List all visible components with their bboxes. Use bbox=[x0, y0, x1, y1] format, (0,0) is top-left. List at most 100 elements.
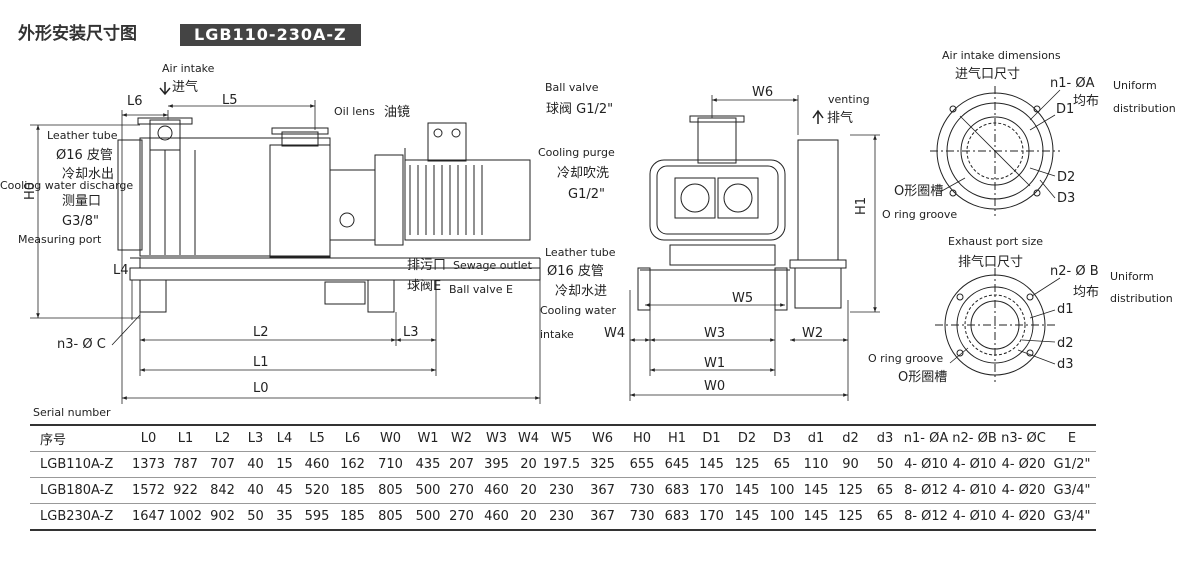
oil-lens-label-cn: 油镜 bbox=[384, 105, 411, 120]
table-cell: 100 bbox=[765, 503, 799, 531]
table-cell: 110 bbox=[799, 451, 833, 478]
table-cell: 730 bbox=[624, 503, 660, 531]
table-cell: 125 bbox=[833, 477, 868, 504]
table-cell: 460 bbox=[478, 503, 515, 531]
table-cell: LGB180A-Z bbox=[30, 477, 130, 504]
dim-label-l1: L1 bbox=[253, 355, 269, 370]
uniform-distribution-2-en-a: Uniform bbox=[1110, 270, 1154, 283]
table-header-cell: L4 bbox=[270, 424, 299, 452]
uniform-distribution-1-en-a: Uniform bbox=[1113, 79, 1157, 92]
dim-label-l6: L6 bbox=[127, 94, 143, 109]
table-header-cell: W1 bbox=[411, 424, 445, 452]
table-cell: 1373 bbox=[130, 451, 167, 478]
table-cell: LGB230A-Z bbox=[30, 503, 130, 531]
table-cell: 50 bbox=[241, 503, 270, 531]
table-cell: 230 bbox=[542, 477, 581, 504]
table-cell: 902 bbox=[204, 503, 241, 531]
table-cell: 922 bbox=[167, 477, 204, 504]
air-intake-arrow bbox=[159, 82, 171, 96]
oil-lens-label-en: Oil lens bbox=[334, 105, 375, 118]
ball-valve-e-label-en: Ball valve E bbox=[449, 283, 513, 296]
table-header-cell: E bbox=[1048, 424, 1096, 452]
table-header-cell: d2 bbox=[833, 424, 868, 452]
table-cell: 707 bbox=[204, 451, 241, 478]
o-ring-groove-label-en-2: O ring groove bbox=[868, 352, 944, 365]
table-cell: 15 bbox=[270, 451, 299, 478]
dim-label-w0: W0 bbox=[704, 379, 726, 394]
table-cell: 65 bbox=[765, 451, 799, 478]
dim-label-l2: L2 bbox=[253, 325, 269, 340]
table-cell: 683 bbox=[660, 503, 694, 531]
o-ring-groove-label-cn-2: O形圈槽 bbox=[898, 370, 948, 385]
side-view-dimension-lines bbox=[30, 100, 541, 404]
table-cell: G3/4" bbox=[1048, 503, 1096, 531]
table-header-cell: W0 bbox=[370, 424, 411, 452]
table-cell: LGB110A-Z bbox=[30, 451, 130, 478]
uniform-label-cn-1: 均布 bbox=[1073, 94, 1100, 109]
table-cell: 40 bbox=[241, 451, 270, 478]
cooling-intake-label-en-1: Cooling water bbox=[540, 304, 617, 317]
leather-tube-right-label-cn: Ø16 皮管 bbox=[547, 264, 604, 279]
dim-label-l3: L3 bbox=[403, 325, 419, 340]
table-cell: 230 bbox=[542, 503, 581, 531]
dim-label-w3: W3 bbox=[704, 326, 726, 341]
uniform-label-cn-2: 均布 bbox=[1073, 285, 1100, 300]
table-header-cell: D1 bbox=[694, 424, 729, 452]
n2-b-label: n2- Ø B bbox=[1050, 264, 1099, 279]
dim-label-w4: W4 bbox=[604, 326, 626, 341]
venting-label-en: venting bbox=[828, 93, 870, 106]
dim-label-l5: L5 bbox=[222, 93, 238, 108]
table-cell: 145 bbox=[729, 477, 765, 504]
table-cell: 520 bbox=[299, 477, 335, 504]
leather-tube-right-label-en: Leather tube bbox=[545, 246, 616, 259]
table-cell: 90 bbox=[833, 451, 868, 478]
exhaust-flange-drawing bbox=[935, 268, 1061, 382]
table-cell: 207 bbox=[445, 451, 478, 478]
dim-label-d2-lower: d2 bbox=[1057, 336, 1074, 351]
table-cell: 805 bbox=[370, 477, 411, 504]
air-intake-label-en: Air intake bbox=[162, 62, 215, 75]
table-cell: G1/2" bbox=[1048, 451, 1096, 478]
table-cell: 435 bbox=[411, 451, 445, 478]
table-cell: 145 bbox=[799, 477, 833, 504]
exhaust-port-label-cn: 排气口尺寸 bbox=[958, 255, 1024, 270]
front-view-pump bbox=[637, 115, 847, 311]
table-cell: 4- Ø10 bbox=[950, 477, 999, 504]
table-header-cell: L1 bbox=[167, 424, 204, 452]
cooling-purge-label-en: Cooling purge bbox=[538, 146, 615, 159]
measuring-port-label-cn: 测量口 bbox=[62, 194, 102, 209]
table-cell: 645 bbox=[660, 451, 694, 478]
table-cell: 145 bbox=[799, 503, 833, 531]
table-cell: 65 bbox=[868, 477, 902, 504]
o-ring-groove-label-en-1: O ring groove bbox=[882, 208, 958, 221]
table-cell: 460 bbox=[478, 477, 515, 504]
table-header-cell: L0 bbox=[130, 424, 167, 452]
table-cell: 8- Ø12 bbox=[902, 503, 950, 531]
table-cell: 8- Ø12 bbox=[902, 477, 950, 504]
table-cell: 35 bbox=[270, 503, 299, 531]
uniform-distribution-2-en-b: distribution bbox=[1110, 292, 1173, 305]
air-intake-label-cn: 进气 bbox=[172, 80, 199, 95]
table-cell: 170 bbox=[694, 477, 729, 504]
table-cell: 50 bbox=[868, 451, 902, 478]
table-cell: 787 bbox=[167, 451, 204, 478]
table-header-cell: d3 bbox=[868, 424, 902, 452]
measuring-port-label-en: Measuring port bbox=[18, 233, 102, 246]
air-intake-dims-label-en: Air intake dimensions bbox=[942, 49, 1061, 62]
table-cell: 500 bbox=[411, 477, 445, 504]
table-cell: 683 bbox=[660, 477, 694, 504]
table-cell: 4- Ø10 bbox=[950, 503, 999, 531]
air-intake-dims-label-cn: 进气口尺寸 bbox=[955, 67, 1021, 82]
table-header-cell: n1- ØA bbox=[902, 424, 950, 452]
table-cell: 805 bbox=[370, 503, 411, 531]
venting-label-cn: 排气 bbox=[827, 111, 854, 126]
table-header-cell: n3- ØC bbox=[999, 424, 1048, 452]
cooling-intake-label-cn: 冷却水进 bbox=[555, 284, 608, 299]
ball-valve-label-cn: 球阀 G1/2" bbox=[546, 102, 614, 117]
table-cell: 20 bbox=[515, 477, 542, 504]
table-cell: 197.5 bbox=[542, 451, 581, 478]
